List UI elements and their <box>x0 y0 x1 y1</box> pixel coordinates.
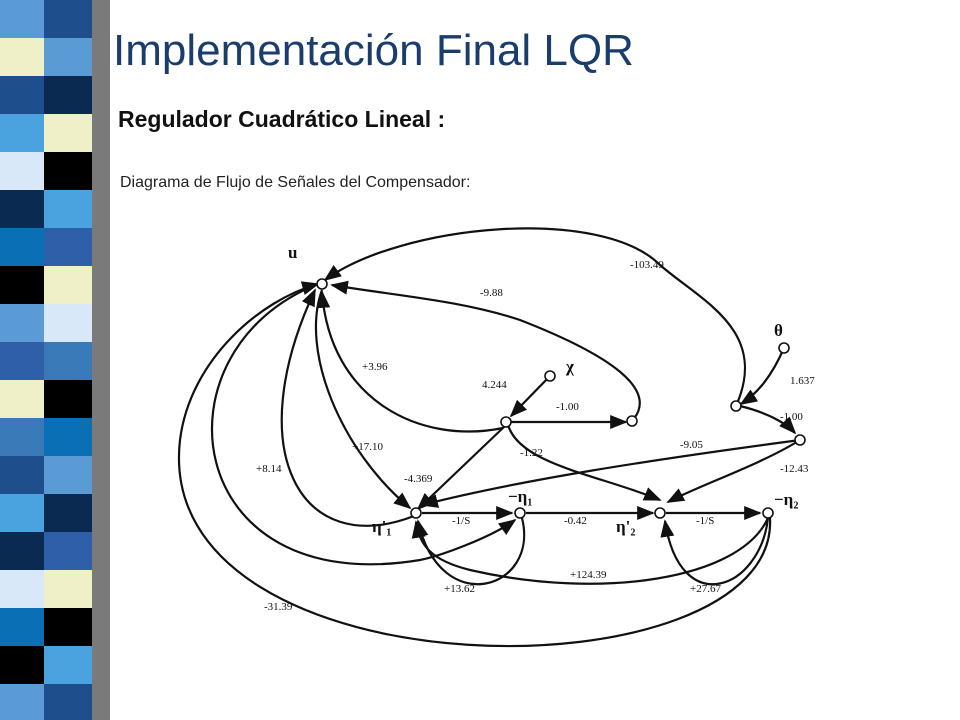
strip-tile <box>44 532 92 570</box>
node-eta2 <box>762 507 774 519</box>
gain-label: +8.14 <box>256 463 282 475</box>
gain-label: -1.00 <box>780 411 803 423</box>
strip-tile <box>0 304 44 342</box>
node-eta1p <box>410 507 422 519</box>
gain-label: -1/S <box>452 515 470 527</box>
edge-eta2-to-eta2p <box>660 517 770 586</box>
strip-tile <box>44 380 92 418</box>
node-label-x: χ <box>565 357 574 376</box>
node-eta2p <box>654 507 666 519</box>
gain-label: -1.00 <box>556 401 579 413</box>
node-label-eta2p: η'₂ <box>616 517 635 536</box>
gain-label: -12.43 <box>780 463 809 475</box>
strip-tile <box>44 456 92 494</box>
strip-tile <box>0 418 44 456</box>
strip-tile <box>44 684 92 720</box>
edge-c-to-eta1p <box>420 438 801 508</box>
strip-tile <box>44 418 92 456</box>
strip-tile <box>0 114 44 152</box>
gain-label: -1/S <box>696 515 714 527</box>
gain-label: +3.96 <box>362 361 388 373</box>
strip-tile <box>44 608 92 646</box>
strip-tile <box>44 304 92 342</box>
gain-label: -0.42 <box>564 515 587 527</box>
gain-label: -9.88 <box>480 287 503 299</box>
slide-subtitle: Regulador Cuadrático Lineal : <box>118 106 446 132</box>
strip-tile <box>44 76 92 114</box>
strip-tile <box>44 152 92 190</box>
strip-tile <box>0 380 44 418</box>
strip-tile <box>44 342 92 380</box>
strip-tile <box>44 266 92 304</box>
node-u <box>316 278 328 290</box>
strip-tile <box>92 0 110 720</box>
diagram-caption: Diagrama de Flujo de Señales del Compens… <box>120 174 471 191</box>
strip-tile <box>0 570 44 608</box>
strip-tile <box>44 114 92 152</box>
gain-label: +17.10 <box>352 441 383 453</box>
slide-title: Implementación Final LQR <box>113 26 634 75</box>
strip-tile <box>0 608 44 646</box>
gain-label: 4.244 <box>482 379 507 391</box>
node-label-theta: θ <box>774 321 783 340</box>
strip-tile <box>44 646 92 684</box>
strip-tile <box>0 342 44 380</box>
node-label-eta1p: η'₁ <box>372 517 391 536</box>
edge-a-to-u <box>316 290 504 433</box>
edge-theta-in <box>739 347 786 405</box>
strip-tile <box>44 228 92 266</box>
node-a <box>500 416 512 428</box>
strip-tile <box>0 494 44 532</box>
edge-b-to-u <box>330 280 641 422</box>
gain-label: -31.39 <box>264 601 293 613</box>
strip-tile <box>44 38 92 76</box>
strip-tile <box>0 228 44 266</box>
strip-tile <box>0 152 44 190</box>
edge-u-to-x <box>210 282 517 566</box>
strip-tile <box>0 684 44 720</box>
node-b <box>626 415 638 427</box>
node-label-u: u <box>288 243 297 262</box>
edge-x-in <box>509 375 551 418</box>
node-label-eta1: −η₁ <box>508 487 532 506</box>
gain-label: 1.637 <box>790 375 815 387</box>
edge-eta1-to-eta1p <box>414 517 526 586</box>
strip-tile <box>44 570 92 608</box>
edge-eta2-to-eta1p <box>411 517 770 585</box>
gain-label: -1.22 <box>520 447 543 459</box>
edge-a-to-eta2p <box>506 424 662 502</box>
gain-label: -4.369 <box>404 473 433 485</box>
edge-a-to-eta1p <box>416 425 506 511</box>
gain-label: -9.05 <box>680 439 703 451</box>
edge-theta-to-c <box>739 404 797 435</box>
strip-tile <box>0 0 44 38</box>
node-x <box>544 370 556 382</box>
edge-eta1p-to-u <box>280 288 415 527</box>
strip-tile <box>0 646 44 684</box>
gain-label: +13.62 <box>444 583 475 595</box>
node-c <box>794 434 806 446</box>
strip-tile <box>0 456 44 494</box>
strip-tile <box>0 532 44 570</box>
gain-label: -103.49 <box>630 259 664 271</box>
edge-u-to-eta1p <box>314 289 412 510</box>
gain-label: +124.39 <box>570 569 607 581</box>
gain-label: +27.67 <box>690 583 721 595</box>
strip-tile <box>44 494 92 532</box>
strip-tile <box>44 0 92 38</box>
node-theta-sum <box>730 400 742 412</box>
strip-tile <box>0 266 44 304</box>
decorative-strip <box>0 0 110 720</box>
node-label-eta2: −η₂ <box>774 490 798 509</box>
strip-tile <box>0 190 44 228</box>
strip-tile <box>44 190 92 228</box>
node-theta <box>778 342 790 354</box>
edge-c-to-eta2p <box>666 439 801 503</box>
edge-theta-to-u <box>323 227 747 407</box>
strip-tile <box>0 38 44 76</box>
edge-eta2-to-u-outer <box>177 281 772 648</box>
strip-tile <box>0 76 44 114</box>
node-eta1 <box>514 507 526 519</box>
